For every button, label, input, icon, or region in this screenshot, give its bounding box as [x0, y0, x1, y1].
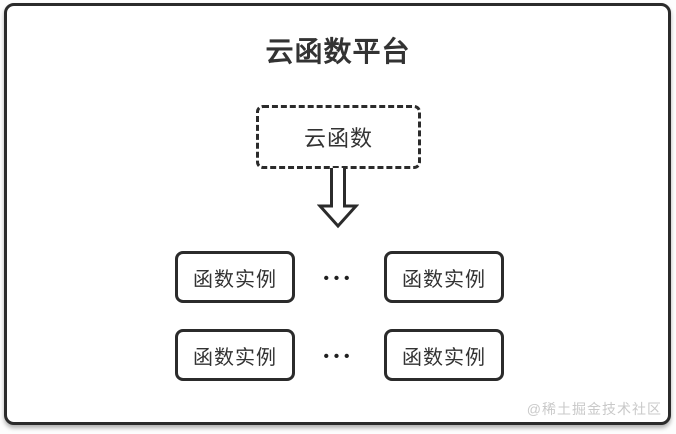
ellipsis-dots: ••• [323, 270, 355, 287]
ellipsis-dots: ••• [323, 348, 355, 365]
function-instance-label: 函数实例 [193, 268, 277, 291]
function-instance-label: 函数实例 [193, 346, 277, 369]
function-instance-node: 函数实例 [384, 251, 504, 303]
function-instance-node: 函数实例 [175, 251, 295, 303]
function-instance-node: 函数实例 [175, 329, 295, 381]
function-instance-label: 函数实例 [402, 268, 486, 291]
watermark-text: @稀土掘金技术社区 [526, 401, 662, 417]
cloud-function-label: 云函数 [303, 126, 373, 151]
down-arrow-icon [317, 168, 359, 229]
diagram-title: 云函数平台 [265, 36, 411, 67]
function-instance-label: 函数实例 [402, 346, 486, 369]
function-instance-node: 函数实例 [384, 329, 504, 381]
cloud-function-node: 云函数 [256, 105, 421, 169]
